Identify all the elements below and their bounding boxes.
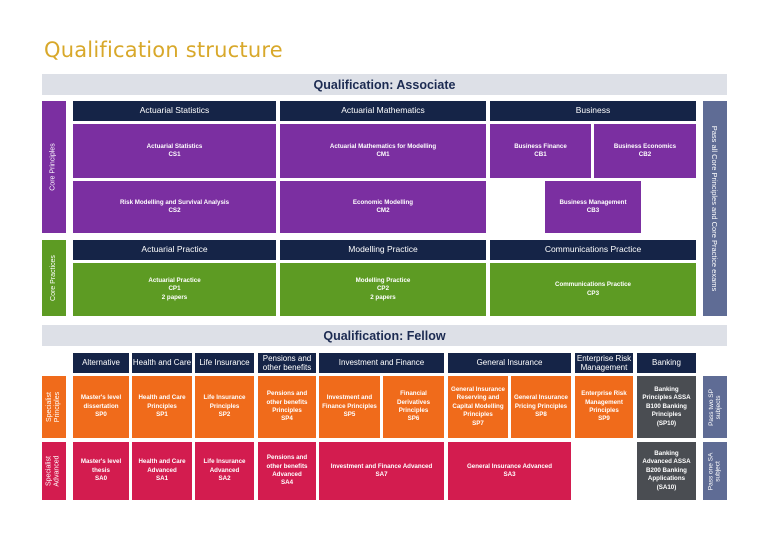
associate-pass-note-text: Pass all Core Principles and Core Practi… — [710, 125, 720, 292]
core-principles-side: Core Principles — [42, 101, 66, 233]
header-actuarial-mathematics: Actuarial Mathematics — [280, 101, 486, 121]
fellow-bar: Qualification: Fellow — [42, 325, 727, 346]
core-practices-side: Core Practices — [42, 240, 66, 316]
page-title: Qualification structure — [44, 38, 283, 62]
header-modelling-practice: Modelling Practice — [280, 240, 486, 260]
associate-pass-note: Pass all Core Principles and Core Practi… — [703, 101, 727, 316]
header-investment-finance: Investment and Finance — [319, 353, 444, 373]
core-principles-label: Core Principles — [49, 143, 57, 191]
header-business: Business — [490, 101, 696, 121]
header-general-insurance: General Insurance — [448, 353, 571, 373]
core-practices-label: Core Practices — [49, 255, 57, 301]
header-actuarial-statistics: Actuarial Statistics — [73, 101, 276, 121]
associate-bar: Qualification: Associate — [42, 74, 727, 95]
header-banking: Banking — [637, 353, 696, 373]
header-life-insurance: Life Insurance — [195, 353, 254, 373]
header-alternative: Alternative — [73, 353, 129, 373]
header-actuarial-practice: Actuarial Practice — [73, 240, 276, 260]
header-health-care: Health and Care — [132, 353, 192, 373]
header-communications-practice: Communications Practice — [490, 240, 696, 260]
